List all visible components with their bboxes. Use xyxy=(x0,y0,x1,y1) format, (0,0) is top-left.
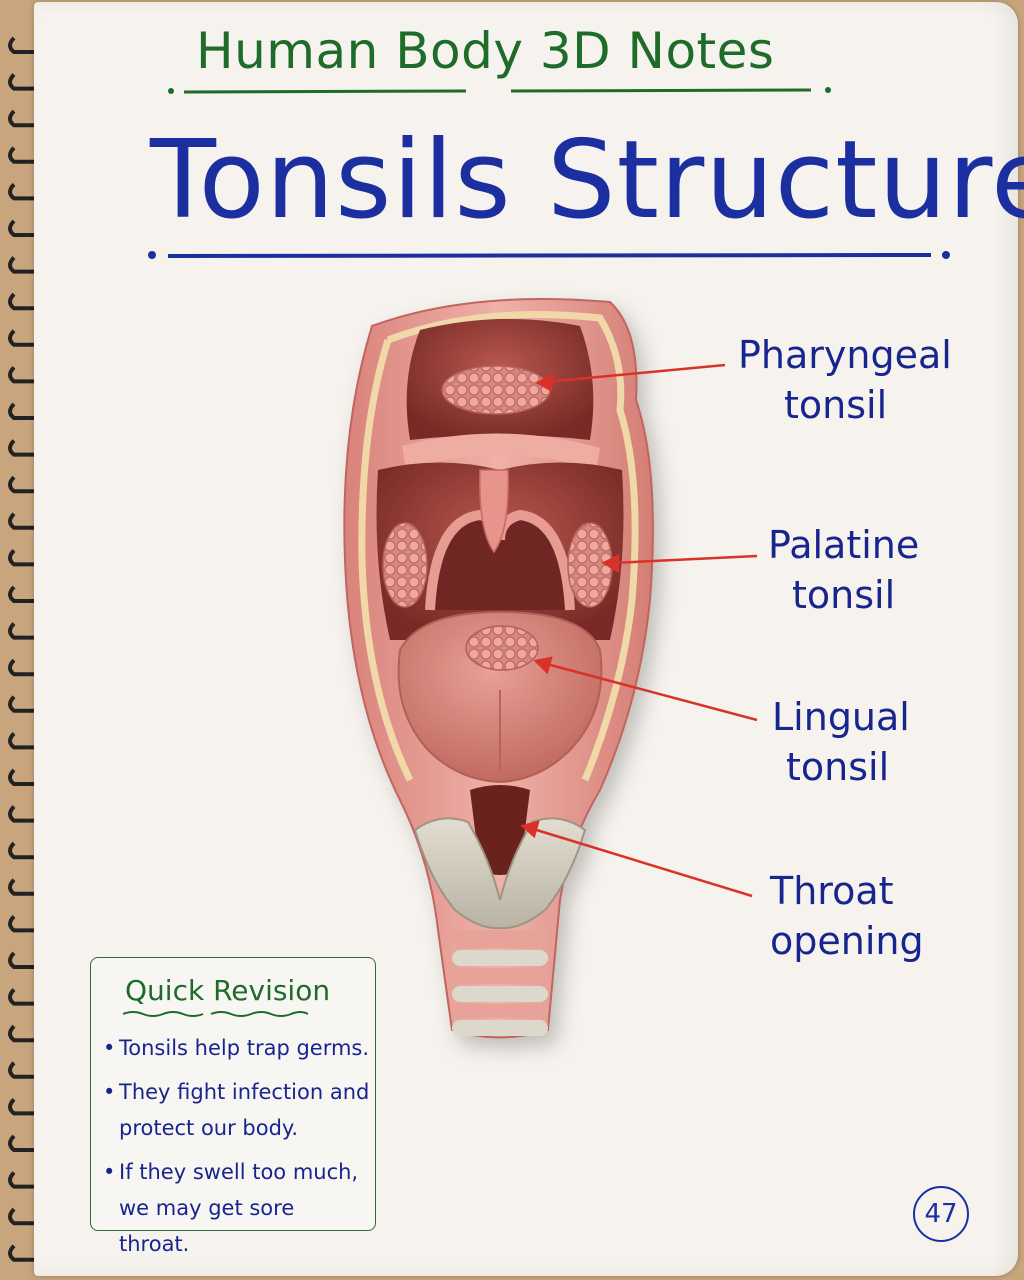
arrow-palatine xyxy=(611,554,758,565)
pointer-arrows xyxy=(520,363,758,898)
label-line-1: Pharyngeal xyxy=(738,333,952,377)
label-lingual-tonsil: Lingual tonsil xyxy=(772,692,910,792)
arrow-lingual xyxy=(542,661,758,722)
palatine-tonsil-left xyxy=(382,522,428,608)
throat-model xyxy=(343,298,654,1039)
lingual-tonsil xyxy=(465,625,539,671)
list-item: If they swell too much, we may get sore … xyxy=(101,1154,371,1262)
label-line-1: Throat xyxy=(770,869,894,913)
quick-revision-title: Quick Revision xyxy=(125,974,331,1007)
uvula xyxy=(479,469,509,554)
list-item: Tonsils help trap germs. xyxy=(101,1030,371,1066)
label-line-1: Lingual xyxy=(772,695,910,739)
label-line-2: tonsil xyxy=(786,745,890,789)
page-subtitle: Human Body 3D Notes xyxy=(196,22,775,80)
page-number: 47 xyxy=(913,1186,969,1242)
quick-revision-list: Tonsils help trap germs. They fight infe… xyxy=(101,1030,371,1270)
label-pharyngeal-tonsil: Pharyngeal tonsil xyxy=(738,330,952,430)
pharyngeal-tonsil xyxy=(441,365,551,415)
quick-revision-box: Quick Revision Tonsils help trap germs. … xyxy=(90,957,376,1256)
quick-revision-underline xyxy=(123,1011,308,1017)
list-item: They fight infection and protect our bod… xyxy=(101,1074,371,1146)
thyroid-cartilage xyxy=(413,817,587,930)
label-line-2: tonsil xyxy=(784,383,888,427)
arrow-throat xyxy=(529,826,753,898)
subtitle-underline xyxy=(168,87,831,94)
title-underline xyxy=(148,251,950,259)
trachea-rings xyxy=(452,930,548,1036)
throat-opening xyxy=(470,785,530,875)
label-line-2: opening xyxy=(770,919,924,963)
label-line-2: tonsil xyxy=(792,573,896,617)
label-throat-opening: Throat opening xyxy=(770,866,924,966)
page-title: Tonsils Structure xyxy=(150,118,1024,243)
arrow-pharyngeal xyxy=(544,363,726,384)
label-line-1: Palatine xyxy=(768,523,920,567)
label-palatine-tonsil: Palatine tonsil xyxy=(768,520,919,620)
